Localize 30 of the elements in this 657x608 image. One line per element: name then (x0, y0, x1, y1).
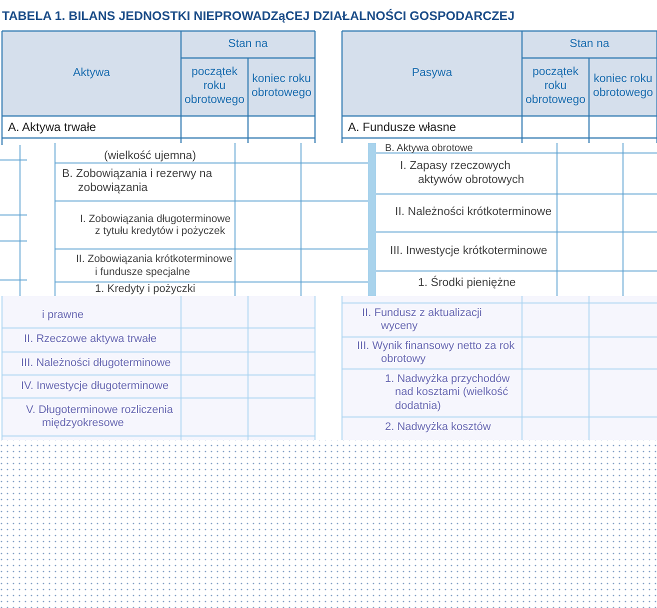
row-label: i prawne (42, 308, 85, 322)
row-label: I. Zobowiązania długoterminowe z tytułu kredytów i pożyczek (80, 212, 232, 238)
row-label: 1. Nadwyżka przychodów nad kosztami (wielkość dodatnia) (385, 373, 511, 413)
row-label: A. Fundusze własne (348, 120, 458, 134)
column-header: koniec roku obrotowego (592, 73, 654, 101)
column-header: Aktywa (72, 66, 110, 80)
column-header: Stan na (228, 38, 268, 52)
column-header: początek roku obrotowego (524, 66, 587, 108)
row-label: A. Aktywa trwałe (8, 120, 98, 134)
row-label: 1. Kredyty i pożyczki (95, 282, 196, 296)
row-label: III. Inwestycje krótkoterminowe (390, 244, 548, 258)
column-header: Pasywa (412, 66, 452, 80)
row-label: IV. Inwestycje długoterminowe (21, 380, 170, 394)
row-label: B. Aktywa obrotowe (385, 143, 474, 154)
row-label: 1. Środki pieniężne (418, 276, 517, 290)
table-title: TABELA 1. BILANS JEDNOSTKI NIEPROWADZąCEJ DZIAŁALNOŚCI GOSPODARCZEJ (2, 8, 515, 24)
row-label: III. Należności długoterminowe (21, 356, 172, 370)
row-label: II. Fundusz z aktualizacji wyceny (362, 306, 483, 334)
row-label: V. Długoterminowe rozliczenia międzyokresowe (26, 404, 174, 430)
row-label: III. Wynik finansowy netto za rok obrotowy (357, 340, 516, 366)
row-label: (wielkość ujemna) (104, 150, 198, 163)
column-header: koniec roku obrotowego (250, 73, 313, 101)
row-label: II. Zobowiązania krótkoterminowe i fundusze specjalne (76, 253, 234, 278)
column-header: Stan na (570, 38, 610, 52)
row-label: II. Rzeczowe aktywa trwałe (24, 333, 158, 347)
row-label: I. Zapasy rzeczowych aktywów obrotowych (400, 160, 526, 188)
column-header: początek roku obrotowego (183, 66, 246, 108)
row-label: II. Należności krótkoterminowe (395, 206, 553, 220)
row-label: B. Zobowiązania i rezerwy na zobowiązania (62, 168, 214, 196)
row-label: 2. Nadwyżka kosztów (385, 421, 492, 435)
